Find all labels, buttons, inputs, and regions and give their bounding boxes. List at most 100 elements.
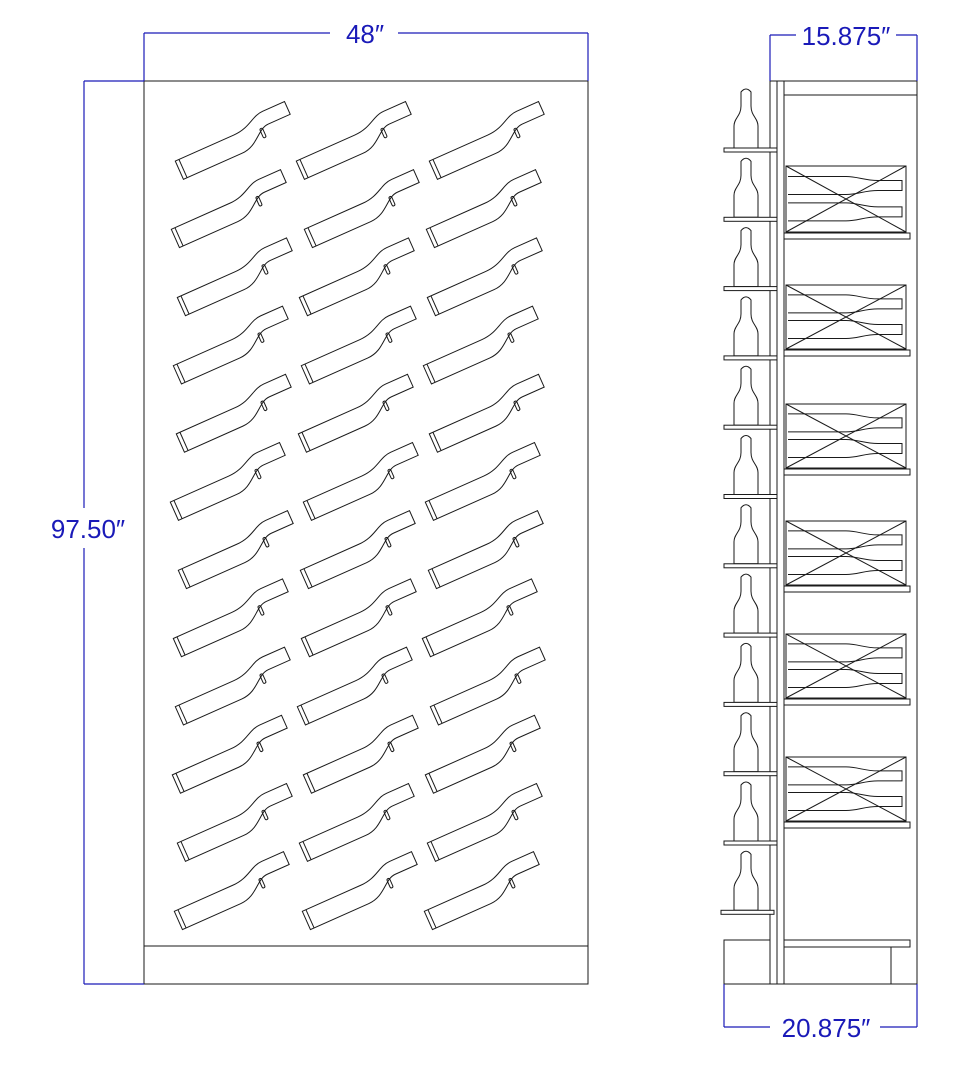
front-bottle: [301, 851, 418, 931]
bottle-base-tick: [178, 704, 188, 724]
case-shelf-board: [783, 349, 911, 357]
side-bottle: [723, 781, 778, 846]
bottle-outline: [298, 237, 415, 317]
side-bottle-ledge: [723, 563, 778, 569]
side-bottle: [723, 365, 778, 430]
bottle-outline: [300, 578, 417, 658]
bottle-peg: [254, 468, 262, 480]
bottle-peg: [512, 537, 520, 548]
bottle-base-tick: [425, 636, 435, 656]
bottle-outline: [301, 851, 418, 931]
front-bottle: [295, 100, 412, 181]
bottle-base-tick: [302, 841, 312, 860]
front-bottle: [424, 714, 541, 794]
bottle-outline: [297, 373, 414, 453]
bottle-base-tick: [433, 704, 443, 724]
bottle-peg: [261, 809, 269, 821]
bottle-base-tick: [176, 363, 186, 383]
side-bottle: [723, 157, 778, 222]
front-bottle: [170, 169, 287, 249]
bottle-outline: [424, 441, 541, 522]
front-bottle: [174, 646, 291, 726]
case-shelf: [783, 756, 911, 829]
bottle-peg: [510, 196, 518, 207]
bottle-outline: [169, 441, 286, 522]
bottle-peg: [261, 264, 269, 275]
bottle-outline: [172, 305, 289, 385]
side-bottle-ledge: [723, 286, 778, 292]
front-bottle: [298, 237, 415, 317]
bottle-peg: [384, 537, 392, 548]
side-bottle-ledge: [723, 701, 778, 707]
case-shelf-board: [783, 468, 911, 476]
case-shelf: [783, 520, 911, 593]
bottle-peg: [256, 741, 264, 752]
bottle-outline: [428, 373, 545, 453]
side-bottle-ledge: [723, 494, 778, 499]
bottle-base-tick: [429, 227, 439, 247]
bottle-base-tick: [181, 568, 191, 588]
front-bottle: [426, 237, 543, 317]
side-bottom-depth-label: 20.875″: [782, 1013, 871, 1043]
bottle-base-tick: [179, 432, 189, 451]
side-bottle-outline: [733, 227, 759, 288]
side-bottle: [723, 573, 778, 638]
bottle-outline: [170, 169, 287, 249]
bottle-base-tick: [175, 773, 185, 792]
front-bottle: [172, 578, 289, 658]
side-bottle: [723, 435, 778, 499]
case-bottle: [788, 413, 903, 433]
front-bottle: [423, 851, 540, 931]
front-bottle: [173, 851, 290, 931]
bottle-outline: [302, 714, 419, 794]
bottle-base-tick: [180, 841, 190, 860]
bottle-peg: [382, 400, 390, 411]
bottle-base-tick: [306, 500, 316, 519]
bottle-peg: [513, 400, 521, 411]
bottle-outline: [425, 169, 542, 249]
bottle-outline: [422, 305, 539, 385]
case-bottle: [788, 766, 903, 786]
bottle-base-tick: [427, 909, 437, 929]
bottle-outline: [175, 373, 292, 453]
bottle-base-tick: [306, 773, 316, 792]
bottle-base-tick: [304, 636, 314, 656]
bottle-base-tick: [428, 500, 438, 519]
bottle-base-tick: [177, 909, 187, 929]
bottle-outline: [296, 646, 413, 726]
front-bottle: [169, 441, 286, 522]
front-height-dimension: 97.50″: [51, 80, 144, 985]
bottle-peg: [255, 196, 263, 207]
bottle-outline: [302, 441, 419, 522]
bottle-peg: [380, 127, 388, 139]
bottle-base-tick: [303, 568, 313, 588]
case-shelf: [783, 284, 911, 357]
bottle-base-tick: [426, 363, 436, 383]
side-base-front-block: [723, 939, 771, 985]
front-bottle: [424, 441, 541, 522]
bottle-peg: [387, 468, 395, 480]
bottle-outline: [299, 510, 416, 590]
side-bottle: [723, 296, 778, 361]
front-bottle: [422, 305, 539, 385]
case-bottle: [788, 202, 903, 222]
front-bottle-grid: [169, 100, 546, 931]
case-shelf-board: [783, 585, 911, 593]
bottle-base-tick: [176, 636, 186, 656]
bottle-peg: [388, 196, 396, 207]
bottle-peg: [508, 878, 516, 889]
side-bottle-outline: [733, 573, 759, 634]
case-box: [785, 284, 907, 350]
side-bottle-outline: [733, 157, 759, 218]
side-bottle-outline: [733, 504, 759, 565]
front-bottle: [176, 237, 293, 317]
side-bottle-outline: [733, 88, 759, 149]
bottle-peg: [258, 878, 266, 889]
front-bottle: [428, 100, 545, 181]
front-view: [143, 80, 589, 985]
case-bottle: [788, 556, 903, 576]
case-box: [785, 403, 907, 469]
side-bottle-outline: [733, 365, 759, 426]
front-bottle: [302, 714, 419, 794]
